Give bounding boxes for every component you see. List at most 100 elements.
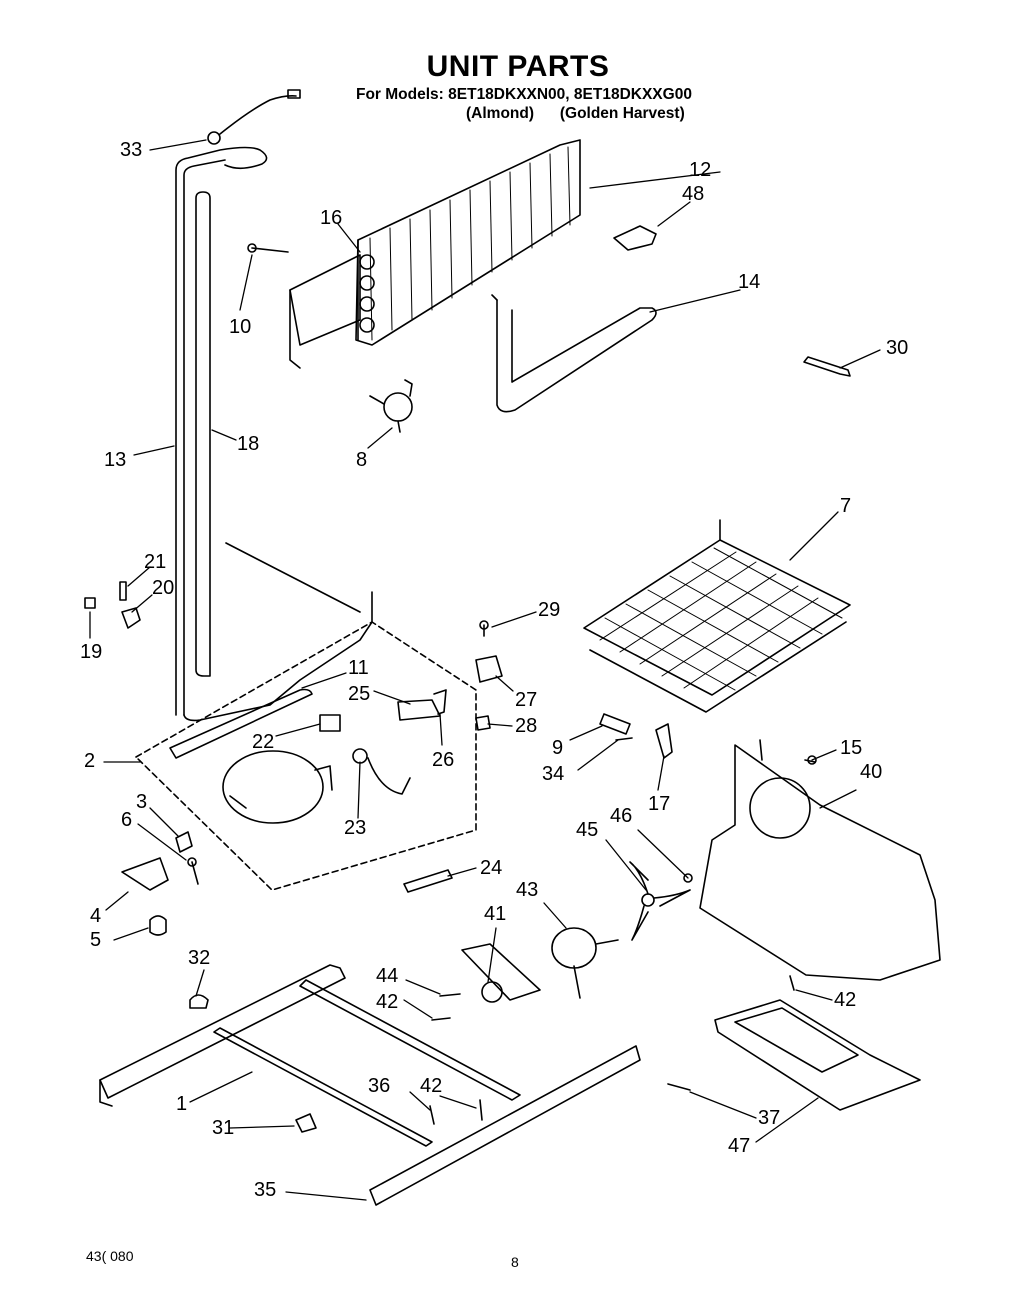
harness-23 [352,748,411,795]
condenser-12 [355,139,581,346]
clip-32 [189,994,209,1009]
screw-29 [479,620,489,637]
callout-10: 10 [229,316,252,338]
clip-48 [613,225,657,251]
capillary-tube-13 [175,146,373,722]
callout-33: 33 [120,139,143,161]
callout-18: 18 [237,433,260,455]
screw-15 [804,755,817,765]
callout-42: 42 [834,989,857,1011]
callout-40: 40 [860,761,883,783]
callout-27: 27 [515,689,538,711]
valve-8 [369,379,413,433]
part-19 [84,597,96,609]
callout-22: 22 [252,731,275,753]
callout-42: 42 [376,991,399,1013]
motor-43 [551,927,619,999]
frame-1 [99,964,641,1206]
fan-housing-40 [699,739,941,981]
callout-26: 26 [432,749,455,771]
screw-37 [667,1083,691,1091]
clip-46 [683,873,693,883]
callout-9: 9 [552,737,564,759]
bolt-6 [187,857,199,885]
callout-1: 1 [176,1093,188,1115]
callout-16: 16 [320,207,343,229]
clip-26 [433,689,447,715]
foot-5 [149,915,167,936]
capacitor-9 [599,713,631,735]
callout-42: 42 [420,1075,443,1097]
callout-20: 20 [152,577,175,599]
relay-25 [397,699,441,721]
part-22 [319,714,341,732]
callout-44: 44 [376,965,399,987]
screw-42b [789,975,795,991]
callout-17: 17 [648,793,671,815]
callout-25: 25 [348,683,371,705]
part-20 [121,607,141,629]
callout-30: 30 [886,337,909,359]
callout-43: 43 [516,879,539,901]
tube-11 [169,688,313,759]
callout-23: 23 [344,817,367,839]
nut-28 [475,715,491,731]
callout-2: 2 [84,750,96,772]
callout-11: 11 [348,657,369,679]
callout-5: 5 [90,929,102,951]
compressor-2 [222,750,333,824]
part-27 [475,655,503,683]
callout-32: 32 [188,947,211,969]
callout-47: 47 [728,1135,751,1157]
screw-42a [431,1017,451,1021]
leader-lines [89,139,881,1201]
callout-46: 46 [610,805,633,827]
callout-24: 24 [480,857,503,879]
callout-13: 13 [104,449,127,471]
screw-36 [429,1105,435,1125]
models-line: For Models: 8ET18DKXXN00, 8ET18DKXXG00 [356,86,692,103]
bracket-4 [121,857,169,891]
callout-31: 31 [212,1117,235,1139]
callout-36: 36 [368,1075,391,1097]
thermostat-33 [207,89,301,145]
callout-6: 6 [121,809,133,831]
callout-37: 37 [758,1107,781,1129]
fan-blade-45 [629,861,691,941]
callout-7: 7 [840,495,852,517]
grommet-3 [175,831,193,853]
part-21 [119,581,127,601]
strap-30 [803,356,851,377]
evaporator-7 [583,519,851,713]
bracket-41 [461,943,541,1003]
screw-42c [479,1099,483,1121]
callout-8: 8 [356,449,368,471]
page-title: UNIT PARTS [426,50,610,83]
callout-41: 41 [484,903,507,925]
callout-34: 34 [542,763,565,785]
drain-heater-14 [491,294,657,413]
callout-35: 35 [254,1179,277,1201]
clip-31 [295,1113,317,1133]
color-variants-line: (Almond) (Golden Harvest) [466,105,685,122]
drain-pan-47 [714,999,921,1111]
compressor-assembly-box [135,621,477,891]
callout-15: 15 [840,737,863,759]
bracket-16 [289,254,361,369]
screw-10 [247,243,289,253]
callout-21: 21 [144,551,167,573]
suction-line-18 [195,191,361,677]
callout-19: 19 [80,641,103,663]
tube-24 [403,869,453,893]
screw-34 [615,737,633,741]
callout-28: 28 [515,715,538,737]
page-number: 8 [511,1254,519,1270]
callout-45: 45 [576,819,599,841]
callout-4: 4 [90,905,102,927]
screw-44 [439,993,461,997]
callout-14: 14 [738,271,761,293]
callout-3: 3 [136,791,148,813]
callout-48: 48 [682,183,705,205]
callout-29: 29 [538,599,561,621]
